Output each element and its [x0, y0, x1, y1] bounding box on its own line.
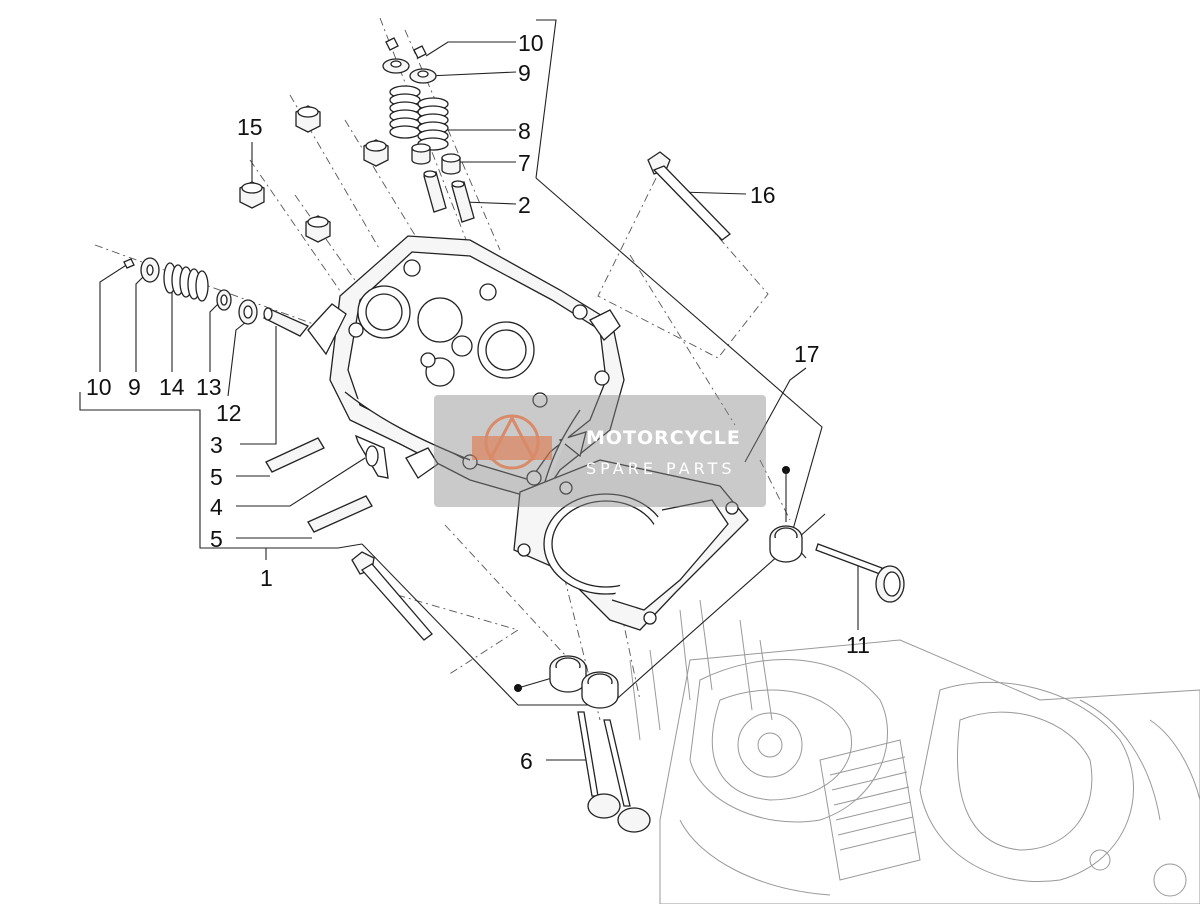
callout-label: 16 [750, 182, 776, 208]
callout-label: 7 [518, 150, 531, 176]
watermark: MOTORCYCLE SPARE PARTS [434, 395, 766, 507]
watermark-box [434, 395, 766, 507]
callout-label: 14 [159, 374, 185, 400]
callout-label: 6 [520, 748, 533, 774]
side-valve-train-parts [123, 257, 310, 337]
head-gasket [513, 459, 749, 631]
cap-nuts [239, 105, 389, 243]
watermark-logo [472, 414, 552, 470]
callout-label: 10 [86, 374, 112, 400]
watermark-line2: SPARE PARTS [586, 459, 736, 478]
engine-background-outline [629, 599, 1200, 904]
callout-label: 8 [518, 118, 531, 144]
valves-6 [577, 711, 651, 833]
long-bolt-16 [647, 151, 731, 241]
callout-label: 5 [210, 526, 223, 552]
callout-label: 17 [794, 341, 820, 367]
callout-label: 11 [846, 632, 870, 658]
valve-11 [815, 543, 905, 603]
callout-label: 1 [260, 565, 273, 591]
valve-seat-ring-17 [769, 525, 803, 563]
callout-label: 12 [216, 400, 242, 426]
dowels-and-small-gasket [265, 434, 389, 533]
callout-label: 15 [237, 114, 263, 140]
callout-labels: 10 9 8 7 2 15 16 10 9 14 13 12 3 5 4 5 1… [86, 30, 870, 774]
cylinder-head [307, 235, 625, 501]
callout-label: 10 [518, 30, 544, 56]
valve-seat-rings-lower [549, 655, 619, 709]
upper-valve-train-parts [382, 37, 475, 223]
callout-label: 9 [518, 60, 531, 86]
callout-label: 9 [128, 374, 141, 400]
watermark-line1: MOTORCYCLE [586, 427, 741, 449]
long-bolt-lower [351, 551, 433, 641]
callout-label: 4 [210, 494, 223, 520]
callout-label: 5 [210, 464, 223, 490]
callout-label: 13 [196, 374, 222, 400]
callout-label: 2 [518, 192, 531, 218]
callout-label: 3 [210, 432, 223, 458]
